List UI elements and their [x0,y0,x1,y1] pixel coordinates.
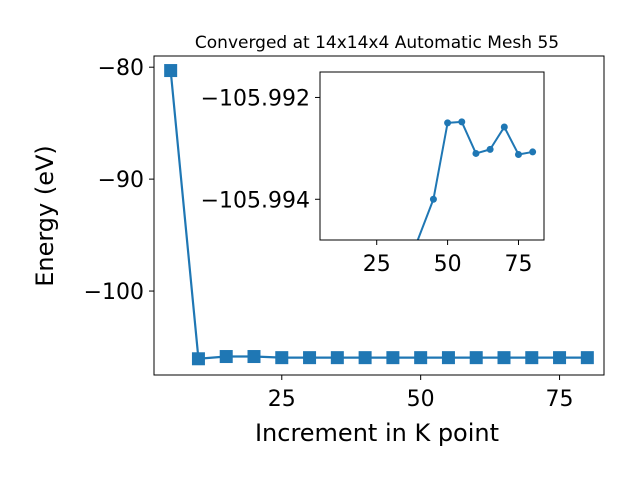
inset-y-tick-label: −105.992 [201,86,310,111]
inset-x-tick-label: 50 [434,252,462,277]
main-data-point [247,350,261,364]
main-data-point [441,351,455,365]
inset-plot-area [320,72,544,240]
main-x-tick-label: 75 [546,387,574,412]
main-plot-frame [153,55,605,376]
main-data-point [219,350,233,364]
main-data-point [330,351,344,365]
inset-series-group [416,118,537,240]
main-series-group [164,64,594,366]
main-data-point [164,64,178,78]
main-data-point [275,351,289,365]
inset-y-tick-label: −105.994 [201,188,310,213]
main-series-line [169,70,588,360]
inset-data-point [429,195,437,203]
chart-title: Converged at 14x14x4 Automatic Mesh 55 [195,33,559,53]
inset-data-point [444,119,452,127]
inset-data-point [500,123,508,131]
main-data-point [469,351,483,365]
inset-data-point [514,150,522,158]
inset-plot-frame [319,71,545,241]
main-y-tick-label: −80 [98,56,144,81]
main-data-point [358,351,372,365]
inset-x-tick-label: 25 [363,252,391,277]
main-x-tick-label: 50 [407,387,435,412]
inset-data-point [472,149,480,157]
x-axis-title: Increment in K point [255,419,499,447]
main-data-point [497,351,511,365]
inset-ticks: 25 50 75 −105.994 −105.992 [201,86,533,277]
main-y-tick-label: −100 [84,280,144,305]
inset-data-point [458,118,466,126]
main-y-tick-label: −90 [98,168,144,193]
main-data-point [580,351,594,365]
y-axis-title: Energy (eV) [31,145,59,287]
inset-x-tick-label: 75 [504,252,532,277]
inset-data-point [529,148,537,156]
main-data-point [303,351,317,365]
main-data-point [191,352,205,366]
main-data-point [386,351,400,365]
main-x-tick-label: 25 [268,387,296,412]
main-ticks: 25 50 75 −80 −90 −100 [84,56,574,412]
main-data-point [525,351,539,365]
main-data-point [553,351,567,365]
inset-data-point [486,145,494,153]
inset-plot: 25 50 75 −105.994 −105.992 [201,71,545,277]
main-data-point [414,351,428,365]
